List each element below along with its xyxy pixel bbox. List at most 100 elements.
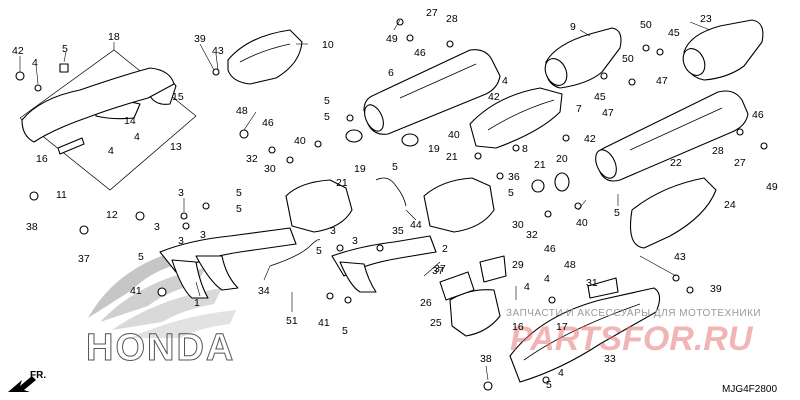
callout: 51 bbox=[286, 315, 298, 327]
callout: 16 bbox=[512, 321, 524, 333]
callout: 37 bbox=[434, 263, 446, 275]
callout: 45 bbox=[668, 27, 680, 39]
callout: 5 bbox=[546, 379, 552, 391]
callout-layer: 42 5 18 4 15 14 4 16 4 39 43 10 49 27 46… bbox=[12, 7, 778, 391]
callout: 28 bbox=[446, 13, 458, 25]
callout: 5 bbox=[392, 161, 398, 173]
callout: 48 bbox=[564, 259, 576, 271]
callout: 29 bbox=[512, 259, 524, 271]
callout: 11 bbox=[56, 189, 67, 201]
callout: 42 bbox=[488, 91, 500, 103]
callout: 3 bbox=[154, 221, 160, 233]
callout: 3 bbox=[330, 225, 336, 237]
callout: 34 bbox=[258, 285, 270, 297]
callout: 17 bbox=[556, 321, 568, 333]
front-direction-arrow bbox=[8, 376, 36, 392]
callout: 5 bbox=[324, 111, 330, 123]
callout: 8 bbox=[522, 143, 528, 155]
callout: 21 bbox=[336, 177, 348, 189]
callout: 18 bbox=[108, 31, 120, 43]
callout: 19 bbox=[354, 163, 366, 175]
callout: 37 bbox=[78, 253, 90, 265]
callout: 4 bbox=[524, 281, 530, 293]
callout: 46 bbox=[752, 109, 764, 121]
callout: 21 bbox=[446, 151, 458, 163]
callout: 40 bbox=[294, 135, 306, 147]
callout: 7 bbox=[576, 103, 582, 115]
callout: 30 bbox=[512, 219, 524, 231]
callout: 14 bbox=[124, 115, 136, 127]
callout: 26 bbox=[420, 297, 432, 309]
callout: 25 bbox=[430, 317, 442, 329]
callout: 50 bbox=[640, 19, 652, 31]
callout: 41 bbox=[130, 285, 142, 297]
callout: 4 bbox=[544, 273, 550, 285]
sensor-wire-34 bbox=[269, 239, 321, 267]
callout: 16 bbox=[36, 153, 48, 165]
callout: 6 bbox=[388, 67, 394, 79]
callout: 3 bbox=[178, 235, 184, 247]
callout: 22 bbox=[670, 157, 682, 169]
callout: 31 bbox=[586, 277, 598, 289]
watermark-site: PARTSFOR.RU bbox=[510, 320, 754, 358]
shield-18-left bbox=[21, 67, 175, 143]
callout: 45 bbox=[594, 91, 606, 103]
callout: 36 bbox=[508, 171, 520, 183]
callout: 12 bbox=[106, 209, 118, 221]
callout: 5 bbox=[316, 245, 322, 257]
callout: 42 bbox=[12, 45, 24, 57]
callout: 39 bbox=[194, 33, 206, 45]
callout: 30 bbox=[264, 163, 276, 175]
callout: 15 bbox=[172, 91, 184, 103]
callout: 50 bbox=[622, 53, 634, 65]
callout: 2 bbox=[442, 243, 448, 255]
callout: 42 bbox=[584, 133, 596, 145]
diagram-code: MJG4F2800 bbox=[722, 384, 777, 395]
callout: 38 bbox=[26, 221, 38, 233]
callout: 46 bbox=[544, 243, 556, 255]
stay-29 bbox=[479, 255, 507, 283]
callout: 28 bbox=[712, 145, 724, 157]
chamber-19 bbox=[285, 179, 353, 233]
callout: 3 bbox=[178, 187, 184, 199]
callout: 35 bbox=[392, 225, 404, 237]
bracket-26 bbox=[439, 271, 475, 301]
callout: 46 bbox=[414, 47, 426, 59]
muffler-6 bbox=[363, 49, 501, 135]
callout: 37 bbox=[432, 265, 444, 277]
callout: 43 bbox=[212, 45, 224, 57]
group-outline-18 bbox=[19, 49, 197, 191]
callout: 47 bbox=[602, 107, 614, 119]
heat-shield-24 bbox=[629, 177, 717, 249]
callout: 9 bbox=[570, 21, 576, 33]
stay-16 bbox=[57, 137, 85, 155]
callout: 40 bbox=[576, 217, 588, 229]
honda-brand-text: HONDA bbox=[86, 327, 235, 369]
callout: 43 bbox=[674, 251, 686, 263]
callout: 27 bbox=[734, 157, 746, 169]
heat-shield-33 bbox=[509, 287, 661, 383]
callout: 10 bbox=[322, 39, 334, 51]
callout: 5 bbox=[62, 43, 68, 55]
chamber-2 bbox=[423, 177, 495, 233]
callout: 24 bbox=[724, 199, 736, 211]
callout: 5 bbox=[342, 325, 348, 337]
callout: 39 bbox=[710, 283, 722, 295]
callout: 4 bbox=[32, 57, 38, 69]
callout: 1 bbox=[194, 297, 200, 309]
callout: 5 bbox=[614, 207, 620, 219]
hardware-group bbox=[15, 18, 768, 391]
heat-cover-7 bbox=[469, 87, 563, 149]
callout: 3 bbox=[200, 229, 206, 241]
callout: 32 bbox=[246, 153, 258, 165]
callout: 23 bbox=[700, 13, 712, 25]
callout: 4 bbox=[502, 75, 508, 87]
callout: 3 bbox=[352, 235, 358, 247]
callout: 49 bbox=[766, 181, 778, 193]
callout: 4 bbox=[108, 145, 114, 157]
callout: 32 bbox=[526, 229, 538, 241]
callout: 19 bbox=[428, 143, 440, 155]
watermark-line: ЗАПЧАСТИ И АКСЕССУАРЫ ДЛЯ МОТОТЕХНИКИ bbox=[506, 308, 761, 319]
callout: 5 bbox=[236, 203, 242, 215]
